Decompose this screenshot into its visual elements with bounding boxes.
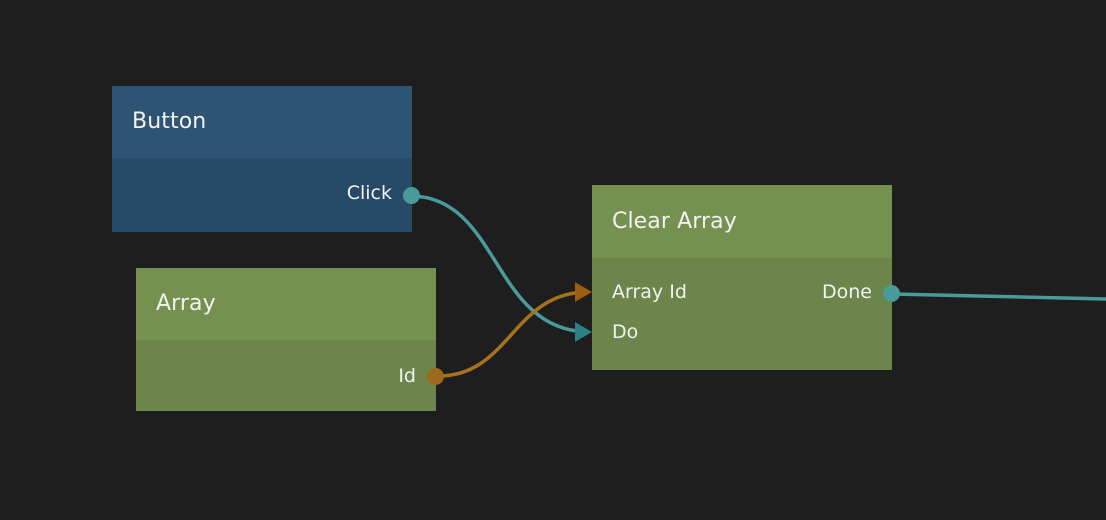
port-connector-done-dot-icon[interactable] <box>883 285 900 302</box>
port-connector-do-arrow-icon[interactable] <box>575 322 592 342</box>
node-button-title: Button <box>132 109 207 134</box>
node-button-body: Click <box>112 158 412 232</box>
wire-done-output[interactable] <box>890 292 1106 301</box>
node-button[interactable]: Button Click <box>112 86 420 232</box>
node-clear-array-body: Array Id Do Done <box>592 258 892 370</box>
port-label-do: Do <box>612 321 639 343</box>
node-array-header[interactable]: Array <box>136 268 436 340</box>
port-connector-array-id-arrow-icon[interactable] <box>575 282 592 302</box>
port-connector-id-dot-icon[interactable] <box>427 368 444 385</box>
port-label-done: Done <box>822 281 872 303</box>
port-row-array-id[interactable]: Id <box>398 364 416 388</box>
port-row-done-output[interactable]: Done <box>822 280 872 304</box>
port-label-array-id: Array Id <box>612 281 687 303</box>
node-clear-array-title: Clear Array <box>612 208 737 234</box>
node-button-header[interactable]: Button <box>112 86 412 158</box>
node-clear-array-header[interactable]: Clear Array <box>592 185 892 258</box>
wire-id-to-array-id[interactable] <box>434 290 590 378</box>
port-label-click: Click <box>346 182 392 204</box>
port-label-id: Id <box>398 365 416 387</box>
node-array[interactable]: Array Id <box>136 268 444 411</box>
port-row-do-input[interactable]: Do <box>612 320 638 344</box>
wire-click-to-do[interactable] <box>410 194 590 334</box>
port-row-button-click[interactable]: Click <box>347 181 392 205</box>
port-row-array-id-input[interactable]: Array Id <box>612 280 687 304</box>
port-connector-click-dot-icon[interactable] <box>403 187 420 204</box>
node-array-title: Array <box>156 291 216 316</box>
node-array-body: Id <box>136 340 436 411</box>
node-clear-array[interactable]: Clear Array Array Id Do Done <box>575 185 900 370</box>
